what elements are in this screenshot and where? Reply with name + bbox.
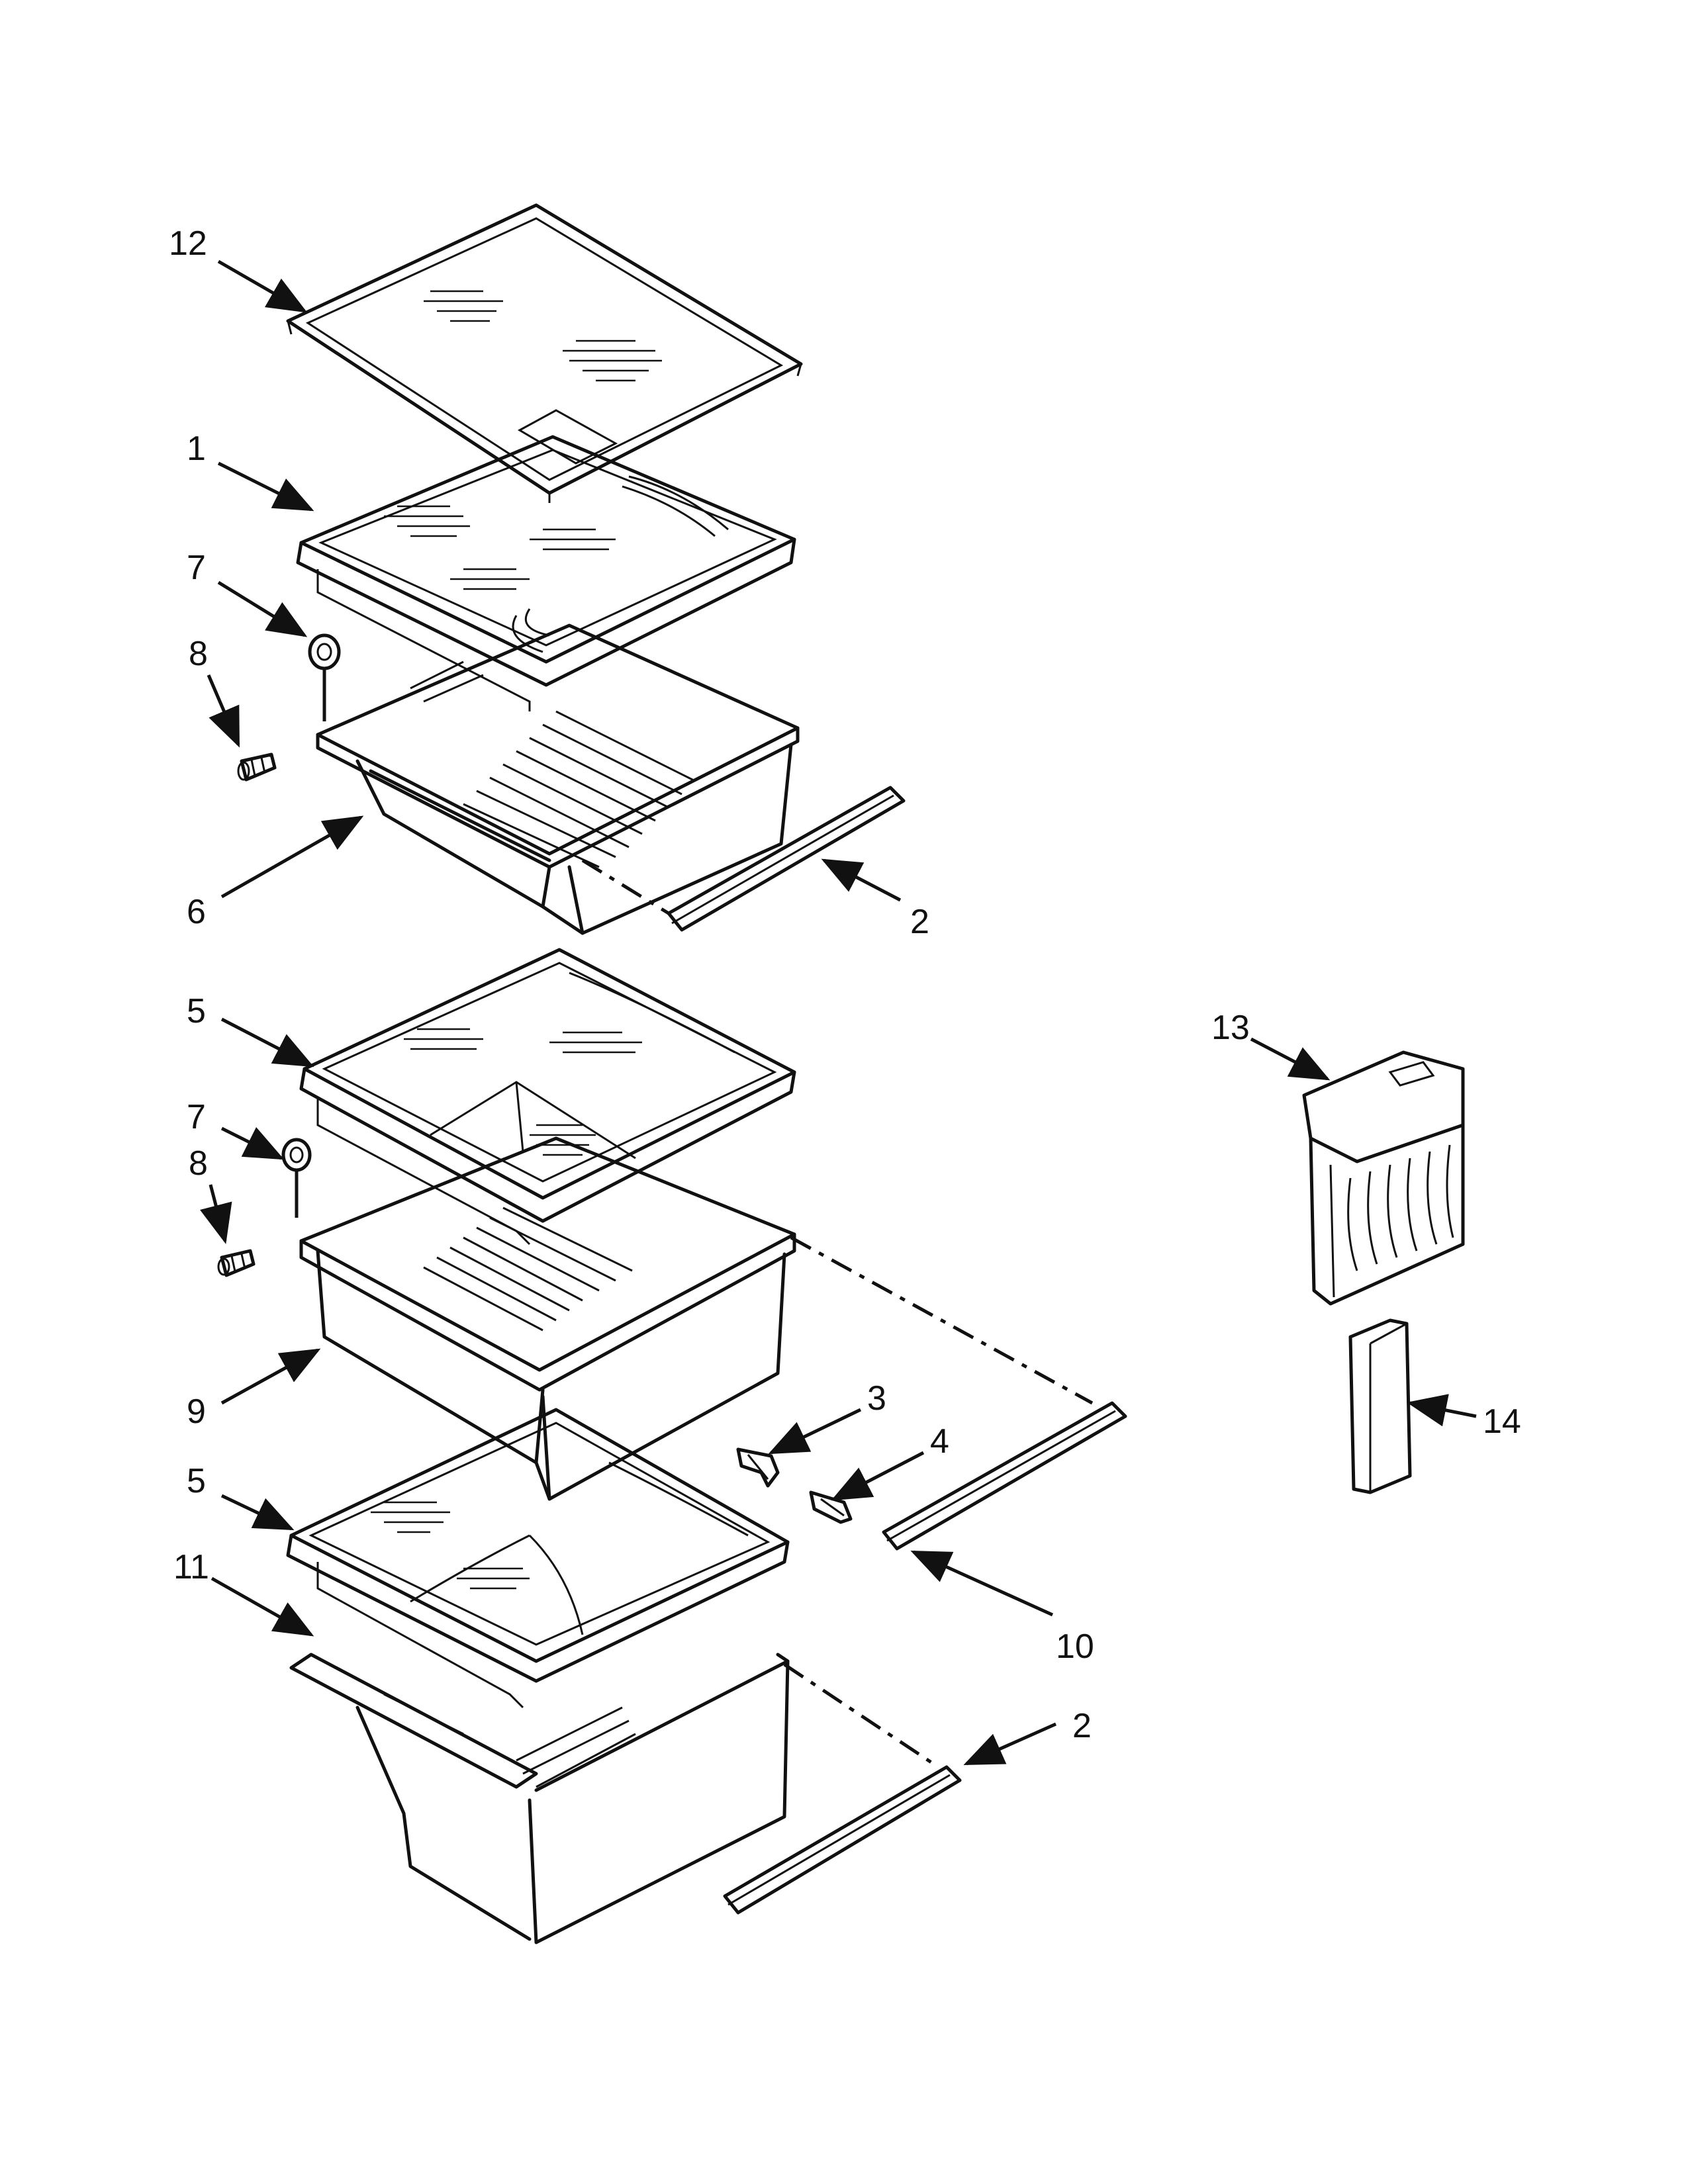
callout-9: 9: [187, 1392, 206, 1431]
lower-rail-10-alignment-line: [790, 1236, 1094, 1405]
callout-5-upper: 5: [187, 992, 206, 1030]
part-4-clip: [809, 1490, 853, 1524]
part-3-clip: [736, 1447, 780, 1488]
part-7-middle-roller: [281, 1138, 312, 1218]
part-10-rail: [882, 1401, 1127, 1551]
part-11-lower-drawer: [289, 1653, 790, 1944]
callout-11: 11: [173, 1548, 209, 1586]
callout-8-middle: 8: [189, 1144, 208, 1183]
callout-4: 4: [930, 1422, 949, 1461]
leader-lines: [200, 259, 1477, 1766]
callout-7-middle: 7: [187, 1098, 206, 1136]
part-1-crisper-cover: [296, 435, 796, 711]
callout-12: 12: [169, 224, 207, 263]
callout-6: 6: [187, 893, 206, 931]
callout-1: 1: [187, 430, 206, 468]
callout-2-upper: 2: [910, 903, 929, 941]
part-12-glass-shelf: [286, 203, 803, 503]
callout-3: 3: [867, 1379, 886, 1418]
upper-rail-alignment-line: [581, 858, 670, 915]
callout-13: 13: [1211, 1009, 1250, 1047]
part-5-upper-crisper-cover: [299, 948, 796, 1246]
part-5-lower-crisper-cover: [286, 1408, 790, 1709]
callout-8-upper: 8: [189, 635, 208, 673]
callout-10: 10: [1056, 1627, 1094, 1666]
part-6-crisper-drawer: [316, 623, 800, 935]
part-7-upper-roller: [308, 633, 341, 721]
callout-7-upper: 7: [187, 549, 206, 587]
lower-rail-2-alignment-line: [783, 1662, 935, 1766]
part-2-upper-rail: [667, 786, 906, 932]
part-8-upper-pin: [237, 752, 277, 782]
part-13-filter-housing: [1302, 1050, 1465, 1306]
callout-5-lower: 5: [187, 1462, 206, 1500]
part-8-middle-pin: [217, 1249, 256, 1277]
part-14-filter-cartridge: [1348, 1318, 1412, 1494]
part-9-deep-drawer: [299, 1136, 796, 1501]
callout-14: 14: [1483, 1402, 1521, 1441]
callout-labels: 12 1 7 8 6 2 5 7 8 9 3 4 5 11 10 2 13 14: [169, 224, 1521, 1745]
callout-2-lower: 2: [1072, 1707, 1092, 1745]
part-2-lower-rail: [723, 1765, 962, 1915]
